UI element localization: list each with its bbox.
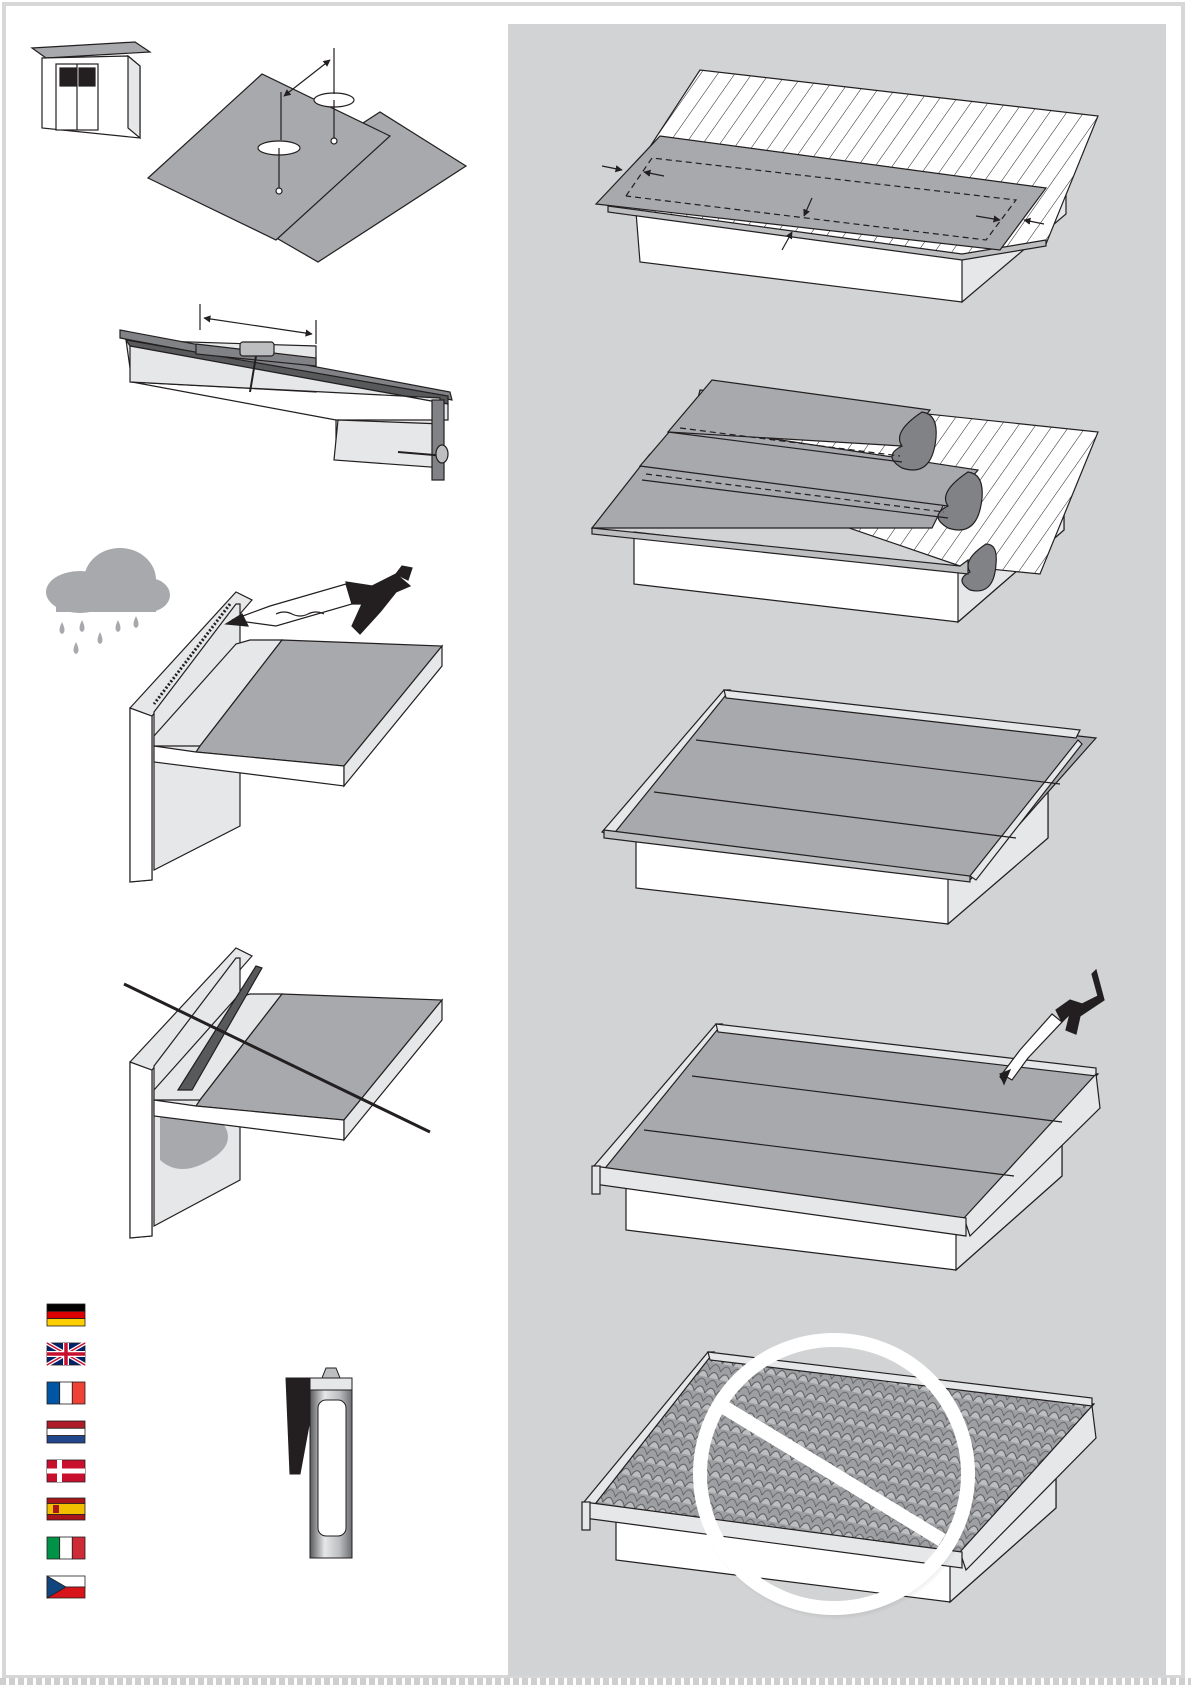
sealed-joint-correct-diagram: [130, 566, 442, 882]
flag-it-icon: [47, 1537, 85, 1559]
flag-nl-icon: [47, 1421, 85, 1443]
caulking-gun-icon: [226, 566, 412, 634]
felt-nailing-overlap-diagram: [148, 48, 466, 262]
unsealed-joint-wrong-diagram: [124, 948, 442, 1238]
flag-fr-icon: [47, 1382, 85, 1404]
flag-gb-icon: [47, 1343, 85, 1365]
flag-es-icon: [47, 1498, 85, 1520]
edge-trim-nail-spacing-diagram: [120, 304, 452, 480]
shed-overview-icon: [32, 42, 150, 138]
language-flags: [47, 1304, 85, 1598]
flag-cz-icon: [47, 1576, 85, 1598]
rain-cloud-icon: [46, 548, 170, 654]
flag-dk-icon: [47, 1460, 85, 1482]
sealant-cartridge-icon: [286, 1368, 352, 1558]
flag-de-icon: [47, 1304, 85, 1326]
